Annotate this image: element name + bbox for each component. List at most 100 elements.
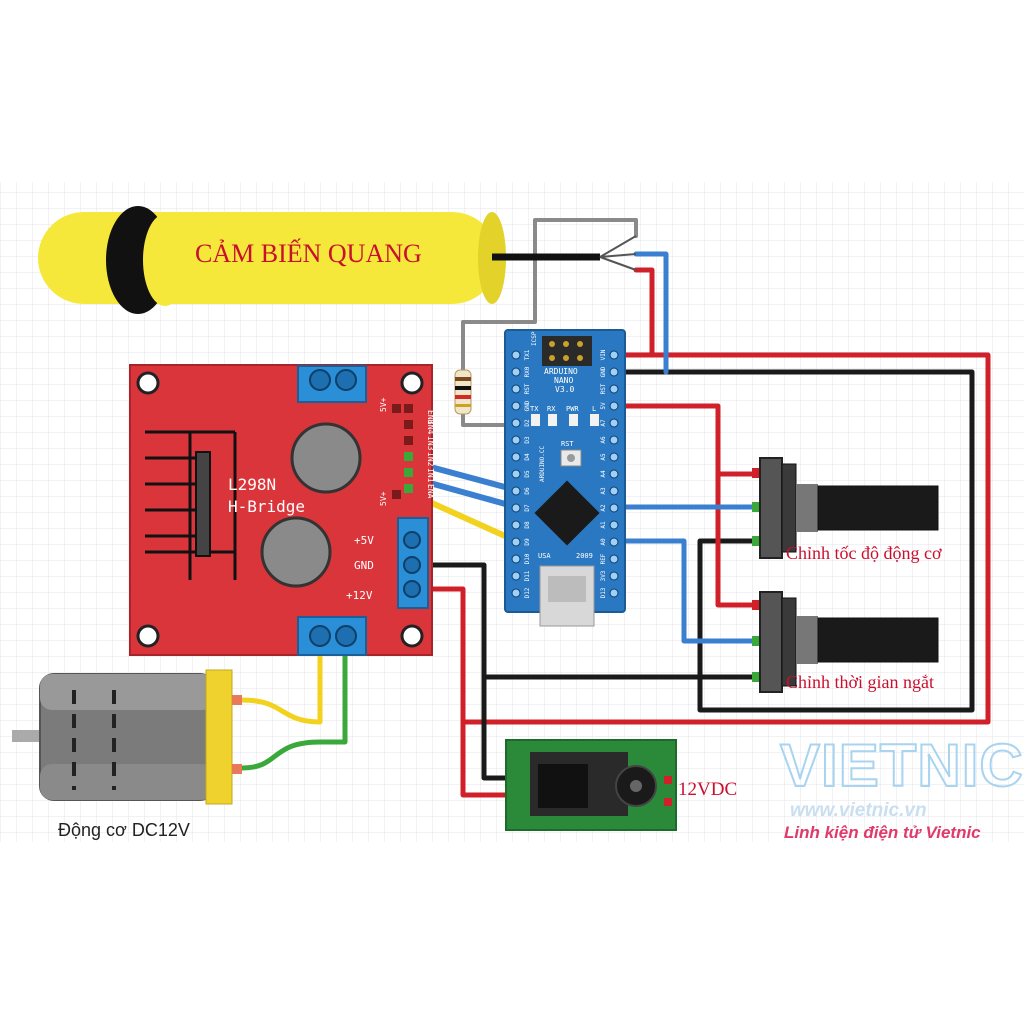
nano-pin [511, 486, 521, 496]
nano-pin-label: A2 [600, 504, 607, 512]
led-label-rx: RX [547, 405, 556, 413]
terminal-label-12v: +12V [346, 589, 373, 602]
nano-board-3: V3.0 [555, 385, 574, 394]
pot2-label: Chỉnh thời gian ngắt [786, 672, 934, 692]
wires [239, 218, 991, 798]
wire-red-sensor [633, 267, 655, 358]
wire-gray-sensor [533, 218, 638, 260]
nano-pin [511, 401, 521, 411]
pin-label-enb: ENB [426, 410, 435, 425]
nano-pin-label: A5 [600, 453, 607, 461]
nano-pin [609, 469, 619, 479]
potentiometer-2: Chỉnh thời gian ngắt [752, 591, 939, 693]
nano-pin [609, 367, 619, 377]
nano-pin [511, 452, 521, 462]
nano-pin [511, 554, 521, 564]
brand-tagline: Linh kiện điện tử Vietnic [784, 823, 981, 842]
sensor-label: CẢM BIẾN QUANG [195, 239, 422, 268]
dc-power-jack: 12VDC [505, 739, 737, 831]
nano-pin [511, 469, 521, 479]
nano-pin [609, 571, 619, 581]
nano-pin [609, 520, 619, 530]
nano-pin [609, 401, 619, 411]
nano-pin-label: D3 [524, 436, 531, 444]
pot1-knob[interactable] [817, 485, 939, 531]
nano-pin-label: REF [600, 553, 607, 564]
nano-pin-label: 3V3 [600, 570, 607, 581]
nano-pin-label: RX0 [524, 366, 531, 377]
terminal-label-5v: +5V [354, 534, 374, 547]
nano-pin-label: A3 [600, 487, 607, 495]
led-label-tx: TX [530, 405, 539, 413]
l298n-driver: L298N H-Bridge +5V GND +12V 5V+ ENB [129, 364, 435, 656]
nano-pin-label: D6 [524, 487, 531, 495]
driver-chip [195, 451, 211, 557]
nano-pin [609, 384, 619, 394]
led-l [590, 414, 599, 426]
nano-pin [609, 503, 619, 513]
brand-watermark: VIETNIC www.vietnic.vn Linh kiện điện tử… [779, 731, 1024, 842]
nano-pin [511, 537, 521, 547]
brand-logo: VIETNIC [780, 732, 1024, 799]
wire-blue-sensor [633, 251, 669, 375]
potentiometer-1: Chỉnh tốc độ động cơ [752, 457, 942, 563]
nano-pin-label: A4 [600, 470, 607, 478]
pin-label-5v-top: 5V+ [379, 397, 388, 412]
nano-pin-label: D10 [524, 553, 531, 564]
resistor [454, 369, 472, 415]
pin-label-in3: IN3 [426, 436, 435, 451]
motor-label: Động cơ DC12V [58, 820, 190, 840]
wire-red-vin [460, 352, 991, 798]
wire-gray-resistor [461, 256, 537, 427]
nano-pin-label: D2 [524, 419, 531, 427]
pot2-knob[interactable] [817, 617, 939, 663]
mcu-chip [534, 480, 600, 546]
nano-pin [511, 350, 521, 360]
heat-sink [145, 430, 237, 580]
wire-green-motor [239, 637, 348, 771]
nano-pin-label: RST [524, 383, 531, 394]
nano-pin [609, 452, 619, 462]
pin-label-in1: IN1 [426, 468, 435, 483]
wire-black-psu [409, 562, 515, 781]
nano-pin-label: GND [524, 400, 531, 411]
nano-pin [511, 571, 521, 581]
nano-pin [511, 418, 521, 428]
nano-pin-label: A7 [600, 419, 607, 427]
led-pwr [569, 414, 578, 426]
nano-pin-label: D11 [524, 570, 531, 581]
icsp-label: ICSP [531, 331, 538, 346]
nano-pin-label: RST [600, 383, 607, 394]
nano-board-1: ARDUINO [544, 367, 578, 376]
nano-pin [511, 435, 521, 445]
led-tx [531, 414, 540, 426]
icsp-header [542, 336, 592, 366]
driver-title-2: H-Bridge [228, 497, 305, 516]
nano-brand: ARDUINO.CC [539, 445, 546, 482]
pin-label-in4: IN4 [426, 420, 435, 435]
nano-pin [609, 486, 619, 496]
nano-pin-label: D12 [524, 587, 531, 598]
capacitor-1 [290, 422, 362, 494]
nano-pin [609, 537, 619, 547]
nano-pin-label: D5 [524, 470, 531, 478]
pin-label-5v-bottom: 5V+ [379, 491, 388, 506]
power-label: 12VDC [678, 779, 737, 800]
dc-motor: Động cơ DC12V [12, 669, 242, 840]
nano-pin [511, 588, 521, 598]
nano-pin-label: D13 [600, 587, 607, 598]
pot1-label: Chỉnh tốc độ động cơ [786, 543, 942, 563]
led-label-l: L [592, 405, 596, 413]
nano-pin-label: TX1 [524, 349, 531, 360]
nano-pin-label: A6 [600, 436, 607, 444]
nano-pin-label: A1 [600, 521, 607, 529]
terminal-label-gnd: GND [354, 559, 374, 572]
pin-label-ena: ENA [426, 484, 435, 499]
capacitor-2 [260, 516, 332, 588]
driver-header-pins [392, 404, 413, 499]
brand-url: www.vietnic.vn [790, 800, 927, 821]
wire-black-gnd [609, 369, 975, 713]
nano-pin [511, 503, 521, 513]
